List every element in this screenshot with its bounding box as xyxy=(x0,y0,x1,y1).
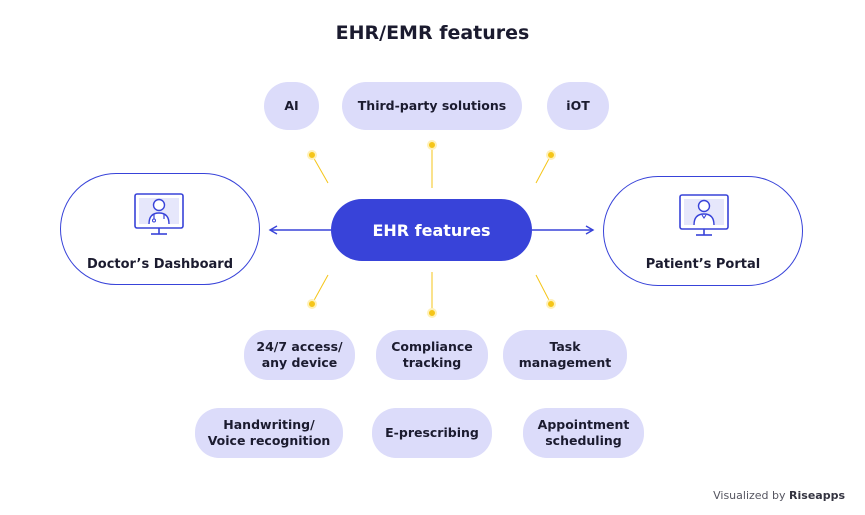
diagram-title: EHR/EMR features xyxy=(335,22,530,44)
doctor-monitor-icon xyxy=(134,193,184,235)
feature-task-management: Task management xyxy=(503,330,627,380)
center-node: EHR features xyxy=(331,199,532,261)
connector-dot xyxy=(307,150,317,160)
footer-prefix: Visualized by xyxy=(713,489,786,502)
feature-appointment-scheduling: Appointment scheduling xyxy=(523,408,644,458)
feature-handwriting-voice-recognition: Handwriting/ Voice recognition xyxy=(195,408,343,458)
feature-third-party-solutions: Third-party solutions xyxy=(342,82,522,130)
patients-portal-panel: Patient’s Portal xyxy=(603,176,803,286)
feature-iot: iOT xyxy=(547,82,609,130)
connector-dot xyxy=(427,308,437,318)
connector-dot xyxy=(427,140,437,150)
doctors-dashboard-label: Doctor’s Dashboard xyxy=(86,257,233,272)
connector-dot xyxy=(546,150,556,160)
footer-credit: Visualized by Riseapps xyxy=(713,489,845,502)
doctors-dashboard-panel: Doctor’s Dashboard xyxy=(60,173,260,285)
feature-compliance-tracking: Compliance tracking xyxy=(376,330,488,380)
feature-24-7-access: 24/7 access/ any device xyxy=(244,330,355,380)
feature-ai: AI xyxy=(264,82,319,130)
connector-dot xyxy=(546,299,556,309)
feature-e-prescribing: E-prescribing xyxy=(372,408,492,458)
footer-brand: Riseapps xyxy=(789,489,845,502)
patient-monitor-icon xyxy=(679,194,729,236)
patients-portal-label: Patient’s Portal xyxy=(645,257,761,272)
connector-dot xyxy=(307,299,317,309)
